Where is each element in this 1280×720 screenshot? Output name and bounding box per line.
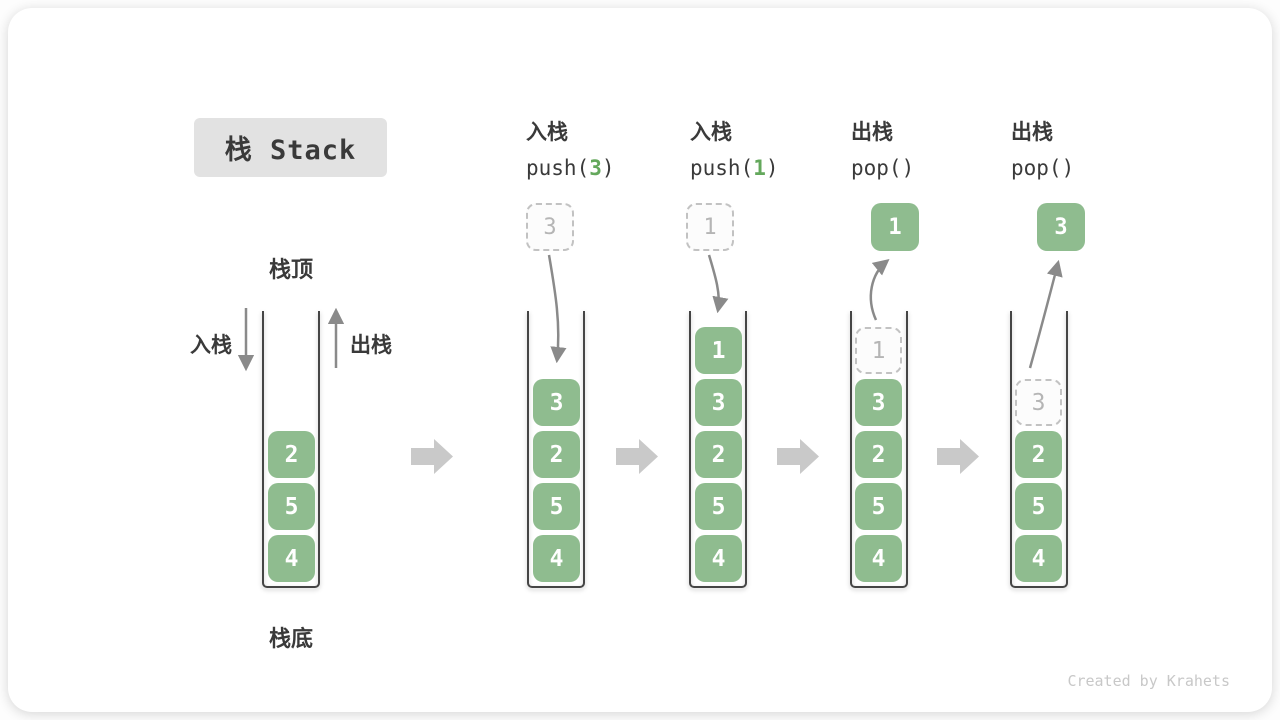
stack-cell: 2 (695, 431, 742, 478)
popped-value-box: 1 (871, 203, 919, 251)
operation-code: pop() (1011, 156, 1074, 180)
operation-code: push(3) (526, 156, 615, 180)
stack-cell: 2 (268, 431, 315, 478)
stack-cell: 5 (533, 483, 580, 530)
stack-cell: 5 (1015, 483, 1062, 530)
stack-cell: 5 (695, 483, 742, 530)
column-header-pop-3: 出栈 pop() (1011, 116, 1074, 180)
stack-cell: 3 (855, 379, 902, 426)
column-header-push-3: 入栈 push(3) (526, 116, 615, 180)
operation-label: 出栈 (851, 120, 893, 144)
credit-text: Created by Krahets (1067, 672, 1230, 690)
stack-container-pop-1 (850, 311, 908, 588)
stack-cell: 2 (855, 431, 902, 478)
stack-cell: 3 (695, 379, 742, 426)
pop-side-label: 出栈 (350, 333, 392, 357)
step-arrow-icon (411, 439, 453, 474)
push-side-label: 入栈 (190, 333, 232, 357)
stack-cell: 1 (695, 327, 742, 374)
stack-cell: 4 (533, 535, 580, 582)
stack-cell-removed: 3 (1015, 379, 1062, 426)
stack-container-push-3 (527, 311, 585, 588)
operation-code: push(1) (690, 156, 779, 180)
pushed-value-box: 3 (526, 203, 574, 251)
stack-top-label: 栈顶 (268, 258, 313, 283)
stack-bottom-label: 栈底 (268, 627, 313, 652)
stack-cell: 4 (855, 535, 902, 582)
stack-cell: 2 (533, 431, 580, 478)
push-1-arrow (707, 254, 729, 314)
title-badge: 栈 Stack (194, 118, 387, 177)
stack-cell: 3 (533, 379, 580, 426)
column-header-push-1: 入栈 push(1) (690, 116, 779, 180)
code-argument: 3 (589, 156, 602, 180)
code-argument: 1 (753, 156, 766, 180)
stack-container-initial (262, 311, 320, 588)
operation-code: pop() (851, 156, 914, 180)
operation-label: 入栈 (690, 120, 732, 144)
diagram-card: 栈 Stack 栈顶 栈底 入栈 出栈 入栈 push(3) 入栈 push(1… (8, 8, 1272, 712)
stack-cell-removed: 1 (855, 327, 902, 374)
operation-label: 出栈 (1011, 120, 1053, 144)
stack-container-push-1 (689, 311, 747, 588)
code-text: ) (1061, 156, 1075, 180)
column-header-pop-1: 出栈 pop() (851, 116, 914, 180)
stack-cell: 5 (268, 483, 315, 530)
code-text: pop( (851, 156, 902, 180)
stack-cell: 5 (855, 483, 902, 530)
stack-cell: 2 (1015, 431, 1062, 478)
stack-cell: 4 (268, 535, 315, 582)
stack-cell: 4 (1015, 535, 1062, 582)
code-text: ) (601, 156, 615, 180)
step-arrow-icon (616, 439, 658, 474)
code-text: pop( (1011, 156, 1062, 180)
code-text: push( (690, 156, 754, 180)
arrows-overlay (237, 254, 1063, 474)
title-label: 栈 Stack (224, 135, 357, 166)
popped-value-box: 3 (1037, 203, 1085, 251)
step-arrow-icon (777, 439, 819, 474)
code-text: ) (901, 156, 915, 180)
operation-label: 入栈 (526, 120, 568, 144)
stack-container-pop-3 (1010, 311, 1068, 588)
pushed-value-box: 1 (686, 203, 734, 251)
stack-cell: 4 (695, 535, 742, 582)
code-text: push( (526, 156, 590, 180)
step-arrow-icon (937, 439, 979, 474)
code-text: ) (765, 156, 779, 180)
